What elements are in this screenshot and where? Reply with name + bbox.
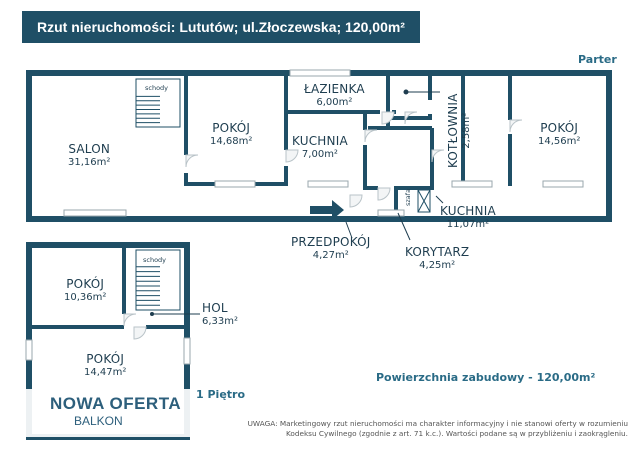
stairs-label-upper: schody [143,256,167,264]
balcony-label: BALKON [74,414,123,428]
door-arc [185,154,199,168]
leader-lines [345,89,444,241]
room-pokoj-upper-2: POKÓJ 14,47m² [84,352,127,378]
window [63,209,127,217]
window [214,180,256,188]
window [307,180,349,188]
window [183,337,191,365]
room-pokoj-upper-1: POKÓJ 10,36m² [64,277,107,303]
door-arc [364,129,378,143]
window [377,209,405,217]
door-arc [123,313,137,327]
room-przedpokoj: PRZEDPOKÓJ 4,27m² [291,235,371,261]
watermark: NOWA OFERTA [50,394,182,413]
door-arc [377,187,391,201]
door-arc [431,149,445,163]
door-arc [404,111,418,125]
door-arc [381,111,395,125]
door-arc [349,194,363,208]
disclaimer: UWAGA: Marketingowy rzut nieruchomości m… [247,419,628,438]
room-kuchnia-1: KUCHNIA 7,00m² [292,134,348,160]
room-kotlownia: KOTŁOWNIA 2,58m² [446,93,472,168]
floor-label-upper: 1 Piętro [196,388,246,401]
window [289,69,351,77]
window [25,339,33,361]
closet [417,189,431,213]
room-korytarz: KORYTARZ 4,25m² [405,245,470,271]
page-title: Rzut nieruchomości: Lututów; ul.Złoczews… [22,11,420,43]
ground-windows [63,69,584,217]
window [542,180,584,188]
room-pokoj-2: POKÓJ 14,56m² [538,121,581,147]
room-kuchnia-2: KUCHNIA 11,07m² [440,204,496,230]
built-area-summary: Powierzchnia zabudowy - 120,00m² [376,371,596,384]
closet-label: szafa [404,188,412,206]
door-arc [285,149,299,163]
room-salon: SALON 31,16m² [68,142,111,168]
stairs-ground [135,78,181,128]
door-arcs-ground [185,111,523,208]
door-arc [133,326,147,340]
room-pokoj-1: POKÓJ 14,68m² [210,121,253,147]
upper-windows [25,337,191,365]
room-lazienka: ŁAZIENKA 6,00m² [304,82,365,108]
door-arc [509,119,523,133]
floor-label-ground: Parter [578,53,617,66]
stairs-label-ground: schody [145,84,169,92]
entrance-arrow-icon [310,200,344,220]
promo-backdrop [20,389,200,437]
room-hol: HOL 6,33m² [202,301,239,327]
window [451,180,493,188]
